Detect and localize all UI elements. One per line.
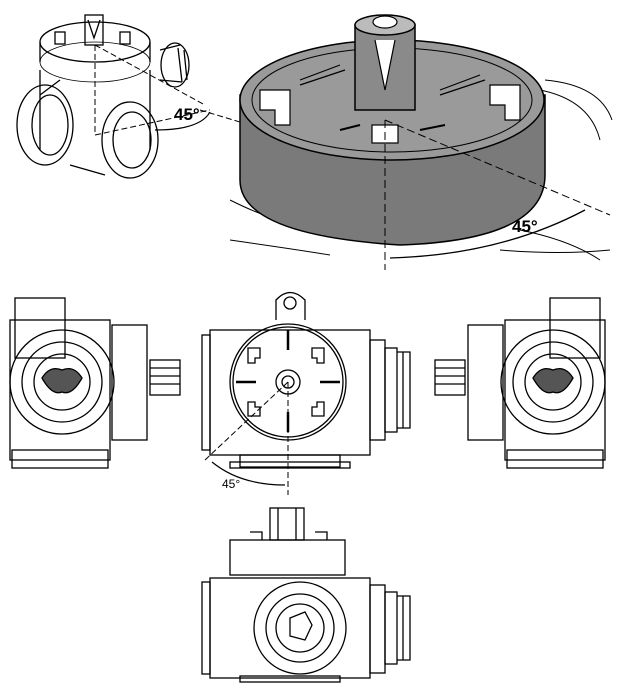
front-view-axis-lines: [204, 381, 289, 495]
isometric-axis-lines: [94, 44, 211, 136]
front-view-center: [201, 291, 411, 469]
enlarged-angle-arc: [389, 209, 586, 259]
enlarged-axis-lines: [384, 119, 611, 270]
angle-label-top-right: 45°: [512, 217, 538, 236]
bottom-view-assembly: [201, 507, 411, 683]
enlarged-actuator-disk: [229, 14, 613, 261]
isometric-angle-arc: [154, 111, 211, 131]
isometric-valve-body: [16, 14, 190, 179]
angle-label-front-view: 45°: [222, 477, 240, 491]
side-view-left: [9, 297, 181, 469]
front-view-angle-arc: [211, 461, 286, 486]
angle-label-top-left: 45°: [174, 105, 200, 124]
side-view-right: [434, 297, 606, 469]
